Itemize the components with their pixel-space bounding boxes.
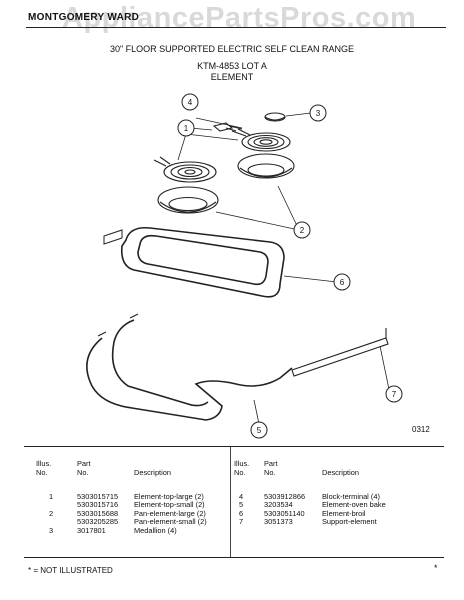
callout-3: 3 [316,109,321,118]
watermark: AppliancePartsPros.com [62,2,417,34]
footer-star: * [434,563,438,573]
broil-element [103,226,285,298]
callout-5: 5 [257,426,262,435]
callout-4: 4 [188,98,193,107]
description-header: Description [322,468,359,477]
page-title: 30" FLOOR SUPPORTED ELECTRIC SELF CLEAN … [109,44,355,54]
callout-7: 7 [392,390,397,399]
illus-header: Illus. No. [36,459,52,477]
header-rule [26,27,446,28]
callout-1: 1 [184,124,189,133]
parts-diagram: 1 2 3 4 5 6 7 [86,93,403,439]
callout-2: 2 [300,226,305,235]
section-title: ELEMENT [210,72,254,82]
callout-markers [177,93,403,439]
drip-pan-large [237,153,295,179]
drip-pan-small [157,186,219,214]
surface-element-large [231,128,291,152]
part-header: Part No. [77,459,91,477]
support-element [291,328,389,377]
model-number: KTM-4853 LOT A [197,61,267,71]
part-header: Part No. [264,459,278,477]
brand-name: MONTGOMERY WARD [28,12,140,23]
description-header: Description [134,468,171,477]
diagram-code: 0312 [412,425,430,434]
medallion [264,112,286,122]
not-illustrated-note: * = NOT ILLUSTRATED [28,566,113,575]
illus-header: Illus. No. [234,459,250,477]
callout-6: 6 [340,278,345,287]
surface-element-small [153,156,217,183]
bake-element [86,313,293,421]
